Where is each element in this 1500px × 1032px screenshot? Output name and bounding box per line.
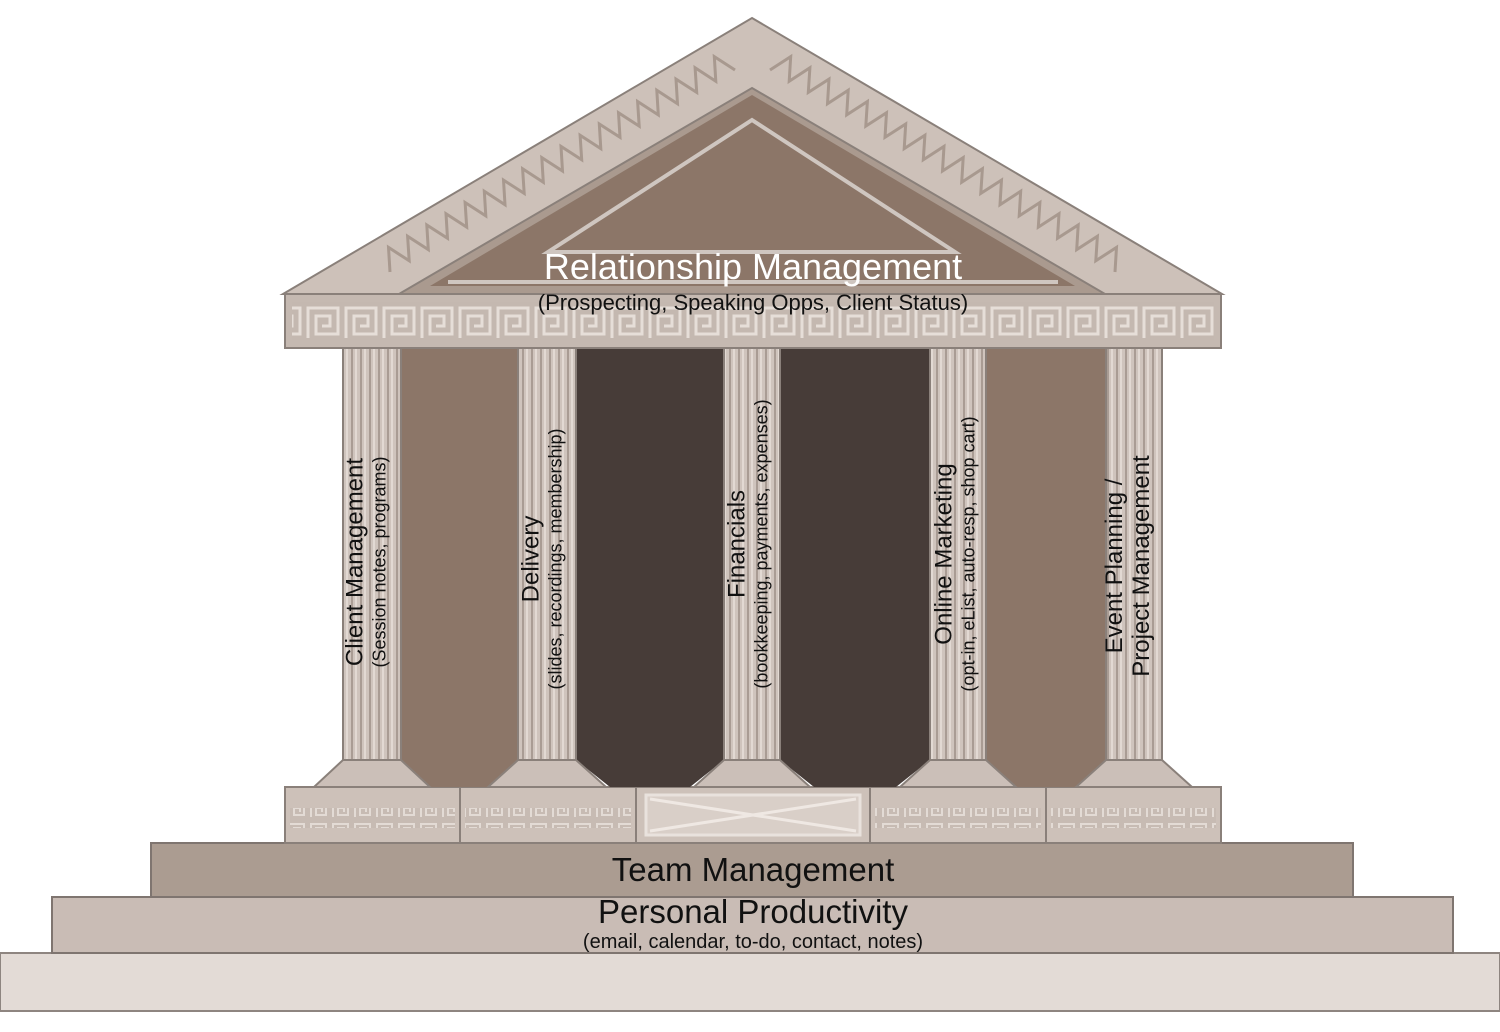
- pillar-title: Event Planning /: [1101, 478, 1129, 654]
- plinth: [284, 786, 1222, 844]
- column-panels: [400, 345, 1106, 787]
- team-management-label: Team Management: [611, 851, 895, 888]
- entablature: [284, 293, 1222, 349]
- roof-subtitle: (Prospecting, Speaking Opps, Client Stat…: [537, 290, 969, 315]
- columns: [311, 344, 1195, 788]
- personal-productivity-step: [51, 896, 1454, 954]
- pillar-online-marketing: Online Marketing (opt-in, eList, auto-re…: [930, 416, 979, 692]
- pillar-title: Client Management: [341, 457, 369, 667]
- pillar-subtitle: (Session notes, programs): [369, 456, 390, 668]
- pediment: [279, 16, 1226, 295]
- ground-step: [0, 952, 1500, 1012]
- pillar-subtitle: (bookkeeping, payments, expenses): [751, 399, 772, 689]
- pillar-subtitle: (slides, recordings, membership): [545, 428, 566, 690]
- pillar-title: Delivery: [517, 515, 545, 603]
- pillar-title: Online Marketing: [930, 463, 958, 645]
- pillar-title-line2: Project Management: [1128, 455, 1155, 677]
- team-management-step: [150, 842, 1354, 898]
- pillar-title: Financials: [723, 489, 751, 599]
- personal-productivity-label: Personal Productivity: [598, 893, 908, 930]
- pillar-subtitle: (opt-in, eList, auto-resp, shop cart): [958, 416, 979, 692]
- roof-title: Relationship Management: [543, 246, 963, 287]
- personal-productivity-sublabel: (email, calendar, to-do, contact, notes): [582, 931, 924, 953]
- pillar-delivery: Delivery (slides, recordings, membership…: [517, 428, 566, 690]
- pillar-financials: Financials (bookkeeping, payments, expen…: [723, 399, 772, 689]
- pillar-event-planning: Event Planning / Project Management: [1101, 455, 1156, 677]
- pillar-client-management: Client Management (Session notes, progra…: [341, 456, 390, 668]
